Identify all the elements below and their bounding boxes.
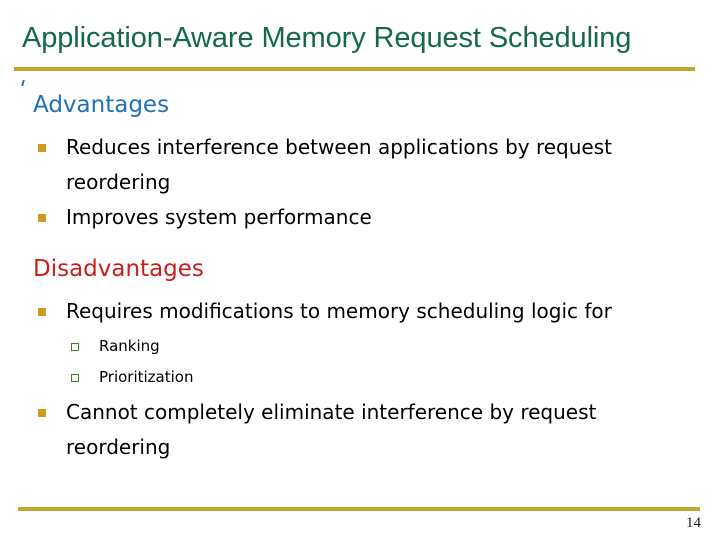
sub-list-item-text: Ranking (99, 337, 160, 355)
square-bullet-icon (38, 308, 46, 316)
hollow-square-bullet-icon (71, 343, 79, 351)
list-item: Requires modifications to memory schedul… (0, 294, 690, 393)
heading-advantages: Advantages (33, 92, 170, 118)
slide-title-block: Application-Aware Memory Request Schedul… (22, 18, 688, 76)
list-item-text: Reduces interference between application… (66, 135, 612, 194)
sub-list-item: Ranking (66, 331, 690, 362)
list-item-text: Improves system performance (66, 205, 372, 229)
list-item-text: Cannot completely eliminate interference… (66, 400, 597, 459)
page-number: 14 (686, 515, 701, 531)
square-bullet-icon (38, 409, 46, 417)
slide-title: Application-Aware Memory Request Schedul… (22, 22, 632, 54)
sub-list-item-text: Prioritization (99, 368, 194, 386)
list-item: Reduces interference between application… (0, 130, 660, 200)
slide-body: Advantages Reduces interference between … (0, 74, 720, 494)
sub-list-item: Prioritization (66, 362, 690, 393)
square-bullet-icon (38, 144, 46, 152)
hollow-square-bullet-icon (71, 374, 79, 382)
footer-divider-rule (18, 507, 700, 511)
list-item-text: Requires modifications to memory schedul… (66, 299, 612, 323)
sub-bullet-list: Ranking Prioritization (66, 331, 690, 393)
list-item: Cannot completely eliminate interference… (0, 395, 690, 465)
heading-disadvantages: Disadvantages (33, 256, 204, 282)
list-item: Improves system performance (0, 200, 660, 235)
disadvantages-bullet-list: Requires modifications to memory schedul… (0, 294, 690, 465)
header-divider-rule (14, 67, 695, 71)
advantages-bullet-list: Reduces interference between application… (0, 130, 660, 235)
square-bullet-icon (38, 214, 46, 222)
